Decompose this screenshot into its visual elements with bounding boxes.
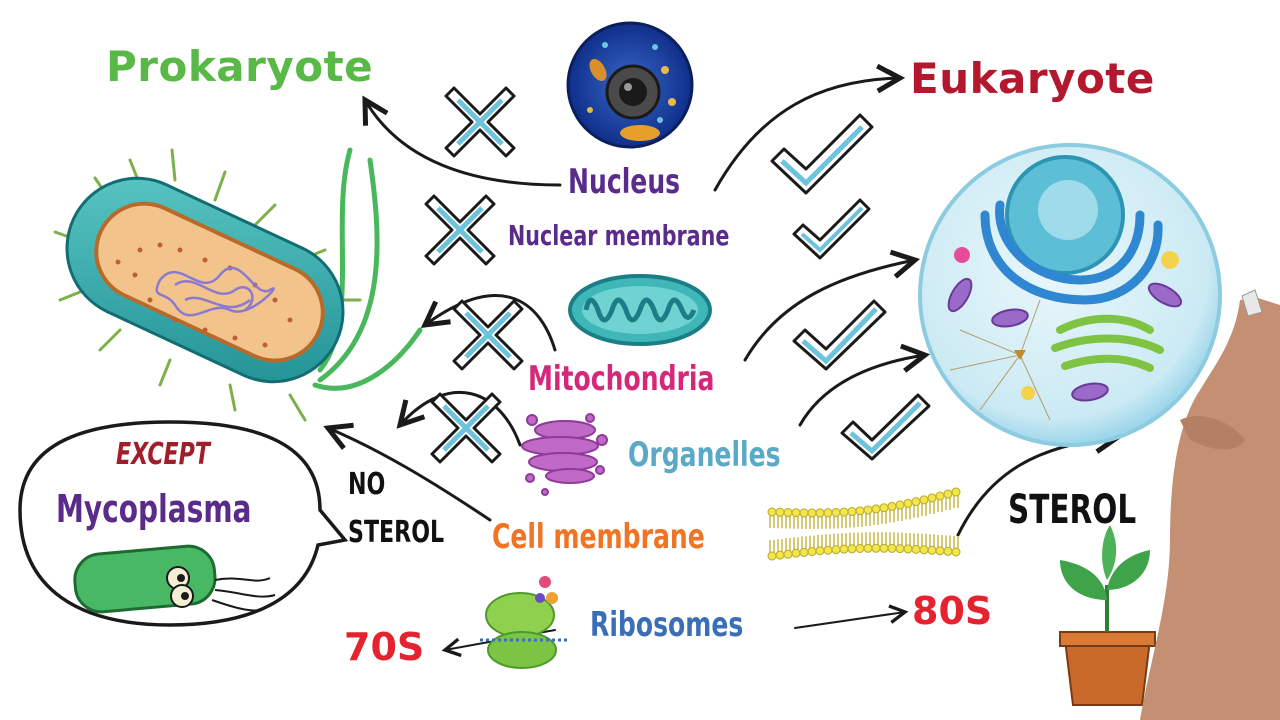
ribosome-80s: 80S — [912, 589, 993, 633]
mycoplasma-cell — [73, 544, 276, 614]
arrow-ribosome-to-80s — [794, 612, 905, 629]
arrow-nucleus-to-eukaryote — [713, 78, 900, 192]
feature-label-mitochondria: Mitochondria — [528, 359, 715, 399]
arrow-organelles-to-prokaryote — [400, 390, 522, 447]
golgi-image — [521, 413, 608, 496]
feature-label-nuclear-membrane: Nuclear membrane — [508, 219, 730, 252]
ribosome-70s: 70S — [344, 625, 425, 669]
cross-icon — [424, 194, 496, 266]
arrow-membrane-to-prokaryote — [328, 428, 492, 522]
sterol-note: STEROL — [1008, 487, 1137, 533]
plant-icon — [1059, 525, 1156, 706]
feature-label-ribosomes: Ribosomes — [590, 605, 744, 645]
mycoplasma-label: Mycoplasma — [56, 487, 252, 531]
arrow-nucleus-to-prokaryote — [365, 100, 562, 187]
arrow-organelles-to-eukaryote — [798, 355, 925, 427]
check-icon — [840, 393, 931, 461]
except-label: EXCEPT — [116, 437, 210, 472]
cross-icon — [430, 392, 502, 464]
cross-icons — [424, 86, 524, 464]
ribosome-image — [480, 576, 570, 669]
prokaryote-title: Prokaryote — [106, 42, 374, 91]
mycoplasma-bubble — [18, 420, 349, 627]
check-icon — [770, 113, 874, 195]
check-icons — [770, 113, 931, 461]
feature-label-organelles: Organelles — [628, 435, 781, 475]
feature-label-cell-membrane: Cell membrane — [492, 517, 705, 557]
nucleus-image — [566, 21, 694, 149]
check-icon — [792, 299, 887, 371]
cross-icon — [444, 86, 516, 158]
lipid-bilayer — [767, 487, 961, 561]
arrow-mito-to-prokaryote — [425, 294, 557, 352]
no-sterol-note-line2: STEROL — [348, 515, 445, 550]
eukaryote-title: Eukaryote — [910, 54, 1155, 103]
no-sterol-note-line1: NO — [348, 467, 386, 502]
mitochondrion-image — [568, 274, 712, 346]
animal-cell — [918, 143, 1222, 447]
feature-label-nucleus: Nucleus — [568, 162, 681, 202]
hand-with-marker — [1140, 289, 1280, 720]
cross-icon — [452, 299, 524, 371]
arrow-mito-to-eukaryote — [743, 260, 915, 362]
bacterium — [53, 147, 423, 422]
check-icon — [792, 198, 871, 260]
